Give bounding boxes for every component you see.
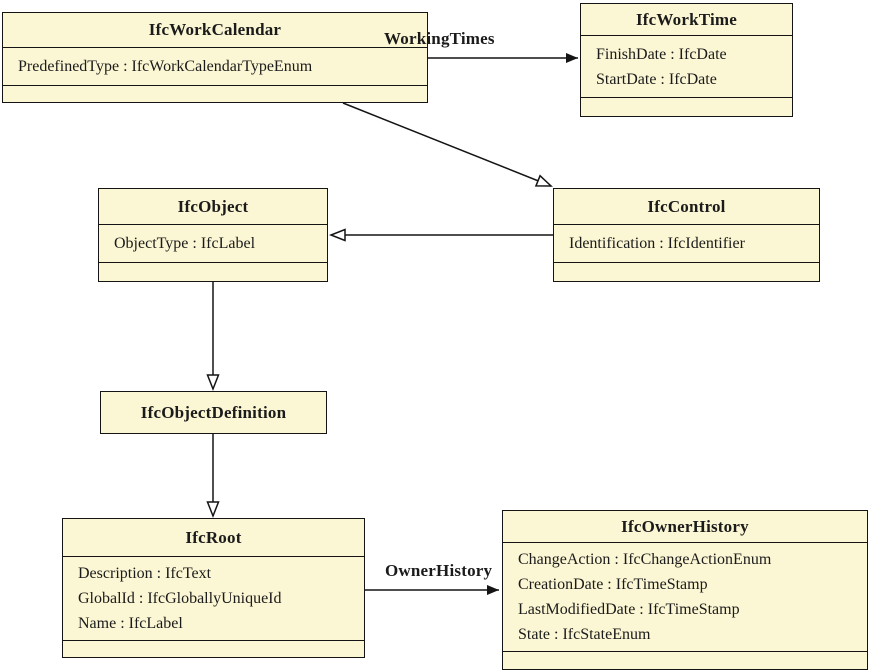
class-title: IfcObjectDefinition bbox=[140, 402, 287, 422]
class-operations-empty bbox=[3, 86, 427, 102]
attribute: LastModifiedDate : IfcTimeStamp bbox=[518, 601, 740, 618]
class-box-ifcobject: IfcObject ObjectType : IfcLabel bbox=[98, 188, 328, 282]
class-box-ifcroot: IfcRoot Description : IfcText GlobalId :… bbox=[62, 518, 365, 658]
class-attributes: PredefinedType : IfcWorkCalendarTypeEnum bbox=[3, 48, 427, 86]
class-attributes: Identification : IfcIdentifier bbox=[554, 225, 819, 263]
class-box-ifcownerhistory: IfcOwnerHistory ChangeAction : IfcChange… bbox=[502, 510, 868, 670]
class-box-ifcworktime: IfcWorkTime FinishDate : IfcDate StartDa… bbox=[580, 3, 793, 117]
class-operations-empty bbox=[99, 263, 327, 281]
class-attributes: FinishDate : IfcDate StartDate : IfcDate bbox=[581, 36, 792, 98]
class-title: IfcOwnerHistory bbox=[503, 511, 867, 543]
class-operations-empty bbox=[554, 263, 819, 281]
class-box-ifccontrol: IfcControl Identification : IfcIdentifie… bbox=[553, 188, 820, 282]
class-box-ifcworkcalendar: IfcWorkCalendar PredefinedType : IfcWork… bbox=[2, 12, 428, 103]
class-operations-empty bbox=[503, 652, 867, 669]
association-label-ownerhistory: OwnerHistory bbox=[385, 561, 493, 580]
attribute: Description : IfcText bbox=[78, 565, 212, 582]
attribute: ObjectType : IfcLabel bbox=[114, 235, 256, 252]
attribute: State : IfcStateEnum bbox=[518, 626, 651, 643]
attribute: Identification : IfcIdentifier bbox=[569, 235, 745, 252]
attribute: PredefinedType : IfcWorkCalendarTypeEnum bbox=[18, 58, 313, 75]
class-title: IfcWorkCalendar bbox=[3, 13, 427, 48]
association-label-workingtimes: WorkingTimes bbox=[384, 29, 495, 48]
generalization-workcalendar-to-control-line bbox=[342, 102, 551, 186]
class-box-ifcobjectdefinition: IfcObjectDefinition bbox=[100, 391, 327, 434]
class-attributes: ObjectType : IfcLabel bbox=[99, 225, 327, 263]
attribute: FinishDate : IfcDate bbox=[596, 45, 727, 63]
class-title: IfcRoot bbox=[63, 519, 364, 557]
attribute: Name : IfcLabel bbox=[78, 615, 183, 632]
class-operations-empty bbox=[63, 641, 364, 657]
class-title: IfcControl bbox=[554, 189, 819, 225]
attribute: GlobalId : IfcGloballyUniqueId bbox=[78, 590, 282, 607]
attribute: CreationDate : IfcTimeStamp bbox=[518, 576, 708, 593]
attribute: StartDate : IfcDate bbox=[596, 70, 717, 88]
class-operations-empty bbox=[581, 98, 792, 116]
class-title: IfcObject bbox=[99, 189, 327, 225]
class-attributes: Description : IfcText GlobalId : IfcGlob… bbox=[63, 557, 364, 641]
class-title: IfcWorkTime bbox=[581, 4, 792, 36]
attribute: ChangeAction : IfcChangeActionEnum bbox=[518, 551, 772, 568]
class-attributes: ChangeAction : IfcChangeActionEnum Creat… bbox=[503, 543, 867, 652]
